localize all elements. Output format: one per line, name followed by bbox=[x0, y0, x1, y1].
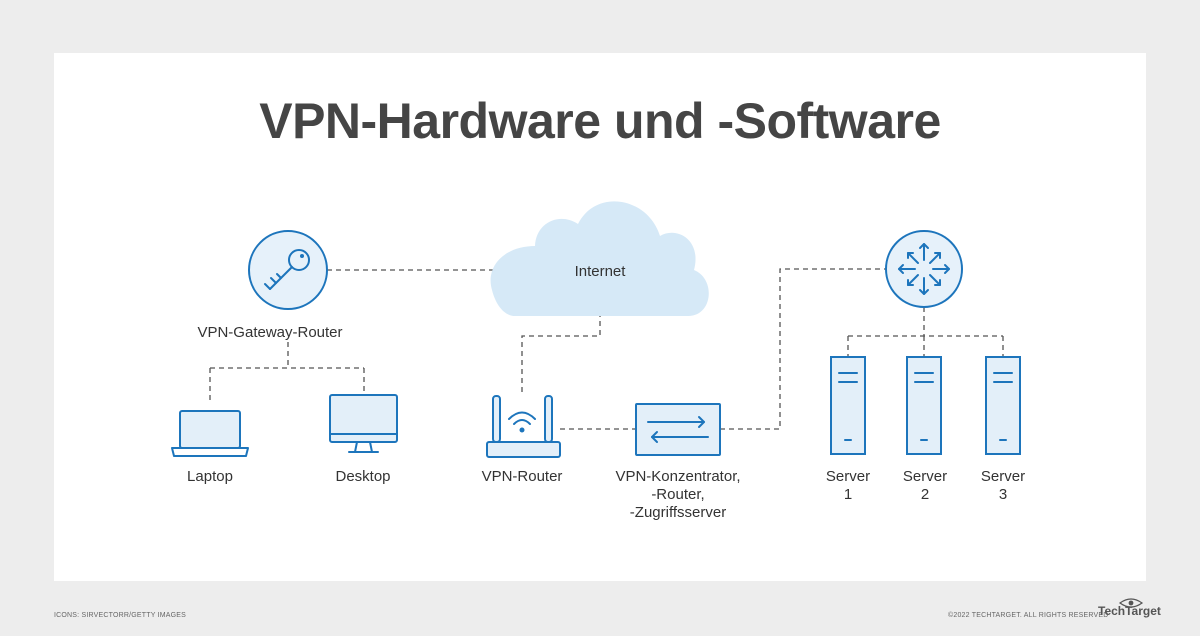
diagram-title: VPN-Hardware und -Software bbox=[259, 93, 941, 149]
desktop-icon bbox=[329, 394, 398, 453]
wifi-router-icon bbox=[486, 395, 561, 458]
image-credit: ICONS: SIRVECTORR/GETTY IMAGES bbox=[54, 612, 187, 619]
laptop-icon bbox=[171, 410, 249, 457]
desktop-label: Desktop bbox=[335, 468, 390, 485]
concentrator-label-line3: -Zugriffsserver bbox=[630, 504, 726, 521]
concentrator-label-line1: VPN-Konzentrator, bbox=[615, 468, 740, 485]
gateway-label: VPN-Gateway-Router bbox=[197, 324, 342, 341]
server-2-label: Server bbox=[903, 468, 947, 485]
techtarget-logo-icon bbox=[1118, 598, 1144, 608]
server-1-label: Server bbox=[826, 468, 870, 485]
vpn-router-label: VPN-Router bbox=[482, 468, 563, 485]
server-1-icon bbox=[830, 356, 866, 455]
server-3-icon bbox=[985, 356, 1021, 455]
concentrator-icon bbox=[635, 403, 721, 456]
internet-label: Internet bbox=[575, 263, 627, 280]
connectors bbox=[209, 268, 1004, 430]
link-internet-vpnrouter bbox=[521, 312, 601, 392]
concentrator-label-line2: -Router, bbox=[651, 486, 704, 503]
brand-logo-text: TechTarget bbox=[1098, 604, 1161, 618]
link-concentrator-hub bbox=[720, 268, 886, 430]
key-icon bbox=[248, 230, 328, 310]
server-1-number: 1 bbox=[844, 486, 852, 503]
server-3-number: 3 bbox=[999, 486, 1007, 503]
network-hub-icon bbox=[885, 230, 963, 308]
server-2-number: 2 bbox=[921, 486, 929, 503]
copyright-notice: ©2022 TECHTARGET. ALL RIGHTS RESERVED bbox=[948, 612, 1109, 619]
server-2-icon bbox=[906, 356, 942, 455]
cloud-icon bbox=[490, 201, 709, 316]
server-3-label: Server bbox=[981, 468, 1025, 485]
laptop-label: Laptop bbox=[187, 468, 233, 485]
